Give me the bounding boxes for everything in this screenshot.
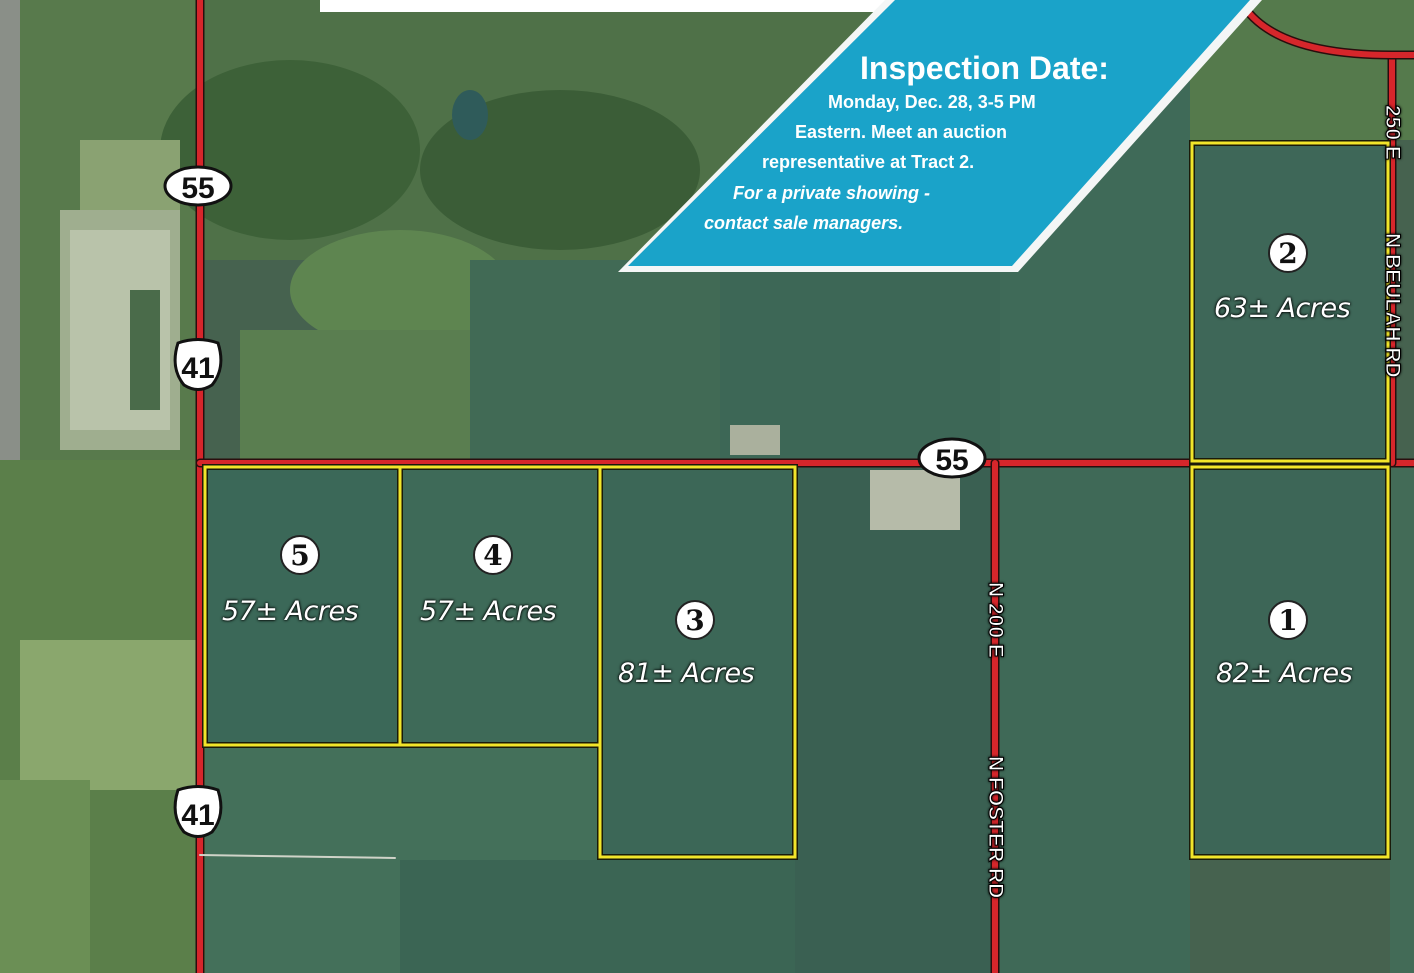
tract-1-number: 1 — [1268, 600, 1308, 640]
tract-4-number: 4 — [473, 535, 513, 575]
meeting-location-line: representative at Tract 2. — [762, 152, 975, 172]
tract-2-number: 2 — [1268, 233, 1308, 273]
route-55-shield-mid: 55 — [917, 437, 987, 479]
tract-5-number: 5 — [280, 535, 320, 575]
inspection-date-line: Monday, Dec. 28, 3-5 PM — [828, 92, 1036, 112]
svg-text:55: 55 — [935, 444, 968, 477]
road-label-n-200-e: N 200 E — [984, 582, 1008, 659]
route-55-shield-top: 55 — [163, 165, 233, 207]
contact-managers-line: contact sale managers. — [704, 213, 904, 233]
inspection-date-title: Inspection Date: — [860, 50, 1109, 86]
svg-text:41: 41 — [181, 352, 214, 385]
road-label-n-beulah-rd: N BEULAH RD — [1381, 233, 1405, 379]
svg-text:41: 41 — [181, 799, 214, 832]
tract-1-acres: 82± Acres — [1216, 658, 1353, 689]
tract-4-acres: 57± Acres — [420, 596, 557, 627]
tract-3-number: 3 — [675, 600, 715, 640]
inspection-time-zone-line: Eastern. Meet an auction — [795, 122, 1008, 142]
tract-3-acres: 81± Acres — [618, 658, 755, 689]
private-showing-line: For a private showing - — [733, 183, 931, 203]
tract-5-acres: 57± Acres — [222, 596, 359, 627]
us-41-shield-top: 41 — [173, 338, 223, 391]
us-41-shield-bottom: 41 — [173, 785, 223, 838]
svg-text:55: 55 — [181, 172, 214, 205]
tract-2-acres: 63± Acres — [1214, 293, 1351, 324]
road-label-250-e: 250 E — [1381, 105, 1405, 161]
road-label-n-foster-rd: N FOSTER RD — [984, 756, 1008, 899]
